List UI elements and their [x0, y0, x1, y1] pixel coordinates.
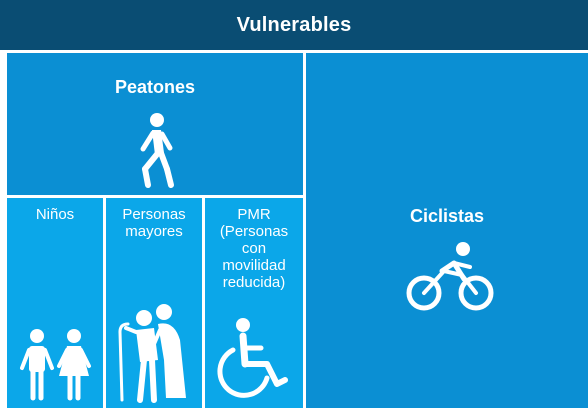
- ciclistas-box: Ciclistas: [306, 53, 588, 408]
- header-bar: Vulnerables: [0, 0, 588, 50]
- header-title: Vulnerables: [236, 13, 352, 36]
- children-icon: [20, 329, 91, 401]
- mayores-label: Personas mayores: [106, 206, 202, 240]
- pmr-label-line: (Personas: [219, 223, 289, 240]
- cyclist-icon: [406, 242, 494, 311]
- pmr-label: PMR (Personas con movilidad reducida): [205, 206, 303, 291]
- wheelchair-icon: [217, 318, 288, 398]
- pmr-box: PMR (Personas con movilidad reducida): [205, 198, 303, 408]
- ciclistas-title: Ciclistas: [409, 206, 485, 226]
- pmr-label-line: con: [241, 240, 267, 257]
- pmr-label-line: movilidad: [222, 257, 286, 274]
- peatones-box: Peatones: [7, 53, 303, 195]
- pmr-label-line: reducida): [222, 274, 286, 291]
- pmr-label-line: PMR: [237, 206, 271, 223]
- mayores-box: Personas mayores: [106, 198, 202, 408]
- pedestrian-icon: [140, 113, 174, 188]
- mayores-label-line: mayores: [125, 223, 183, 240]
- peatones-title: Peatones: [114, 77, 196, 97]
- ninos-label: Niños: [35, 206, 75, 223]
- ninos-box: Niños: [7, 198, 103, 408]
- elderly-icon: [118, 304, 186, 403]
- mayores-label-line: Personas: [122, 206, 186, 223]
